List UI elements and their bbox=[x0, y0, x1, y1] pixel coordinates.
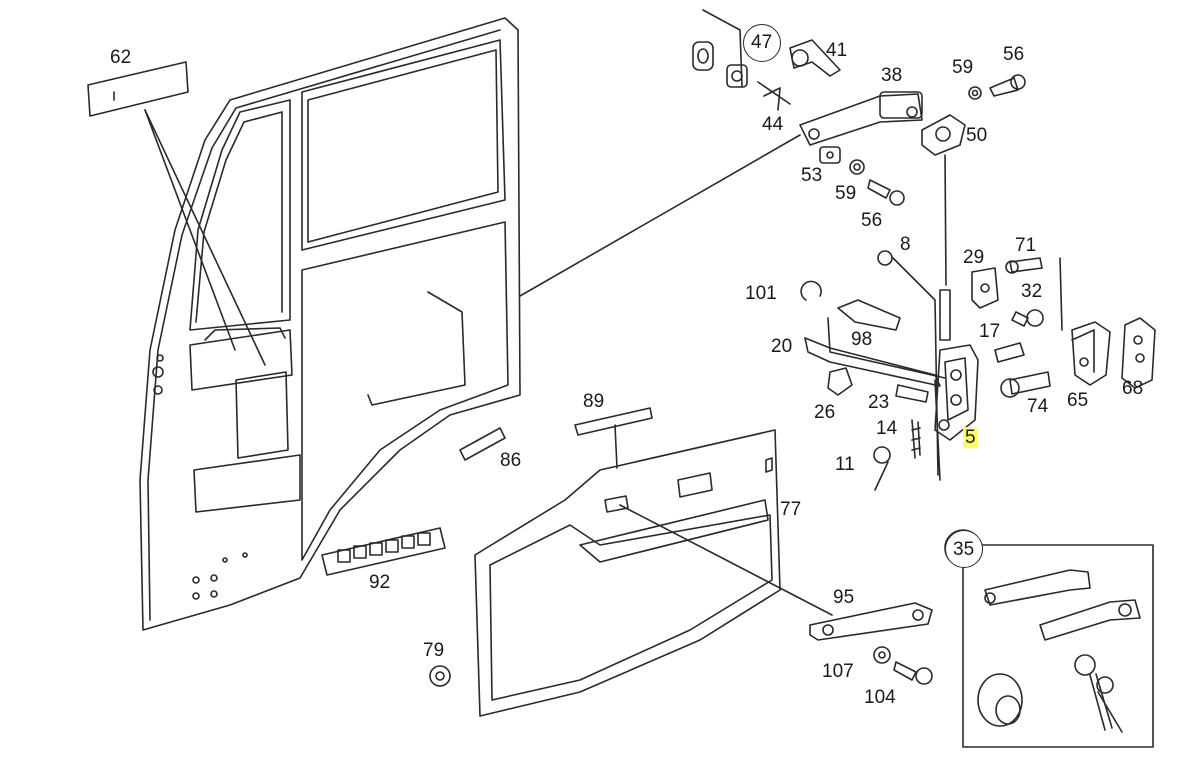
label-79: 79 bbox=[423, 640, 445, 661]
label-86: 86 bbox=[500, 450, 522, 471]
trim-panel-77 bbox=[474, 429, 833, 717]
label-50: 50 bbox=[966, 125, 988, 146]
label-89: 89 bbox=[583, 391, 605, 412]
label-98: 98 bbox=[851, 329, 873, 350]
label-74: 74 bbox=[1027, 396, 1049, 417]
parts-26-23-14-11 bbox=[827, 367, 929, 491]
label-14: 14 bbox=[876, 418, 898, 439]
handle-38 bbox=[799, 91, 923, 146]
label-104: 104 bbox=[864, 687, 896, 708]
striker-65 bbox=[1071, 321, 1111, 386]
screw-17 bbox=[994, 342, 1025, 363]
label-23: 23 bbox=[868, 392, 890, 413]
lock-rods bbox=[804, 154, 951, 476]
screws-59-56-top bbox=[968, 74, 1026, 100]
label-26: 26 bbox=[814, 402, 836, 423]
label-53: 53 bbox=[801, 165, 823, 186]
label-56-top: 56 bbox=[1003, 44, 1025, 65]
label-29: 29 bbox=[963, 247, 985, 268]
clip-89 bbox=[574, 407, 653, 469]
label-35: 35 bbox=[953, 539, 975, 560]
label-95: 95 bbox=[833, 587, 855, 608]
label-20: 20 bbox=[771, 336, 793, 357]
label-35-circle bbox=[945, 530, 983, 568]
label-62: 62 bbox=[110, 47, 132, 68]
handle-95 bbox=[809, 602, 933, 641]
plate-68 bbox=[1121, 317, 1156, 389]
label-8: 8 bbox=[900, 234, 911, 255]
group-47-parts bbox=[692, 9, 841, 111]
label-41: 41 bbox=[826, 40, 848, 61]
label-65: 65 bbox=[1067, 390, 1089, 411]
label-68: 68 bbox=[1122, 378, 1144, 399]
screws-71-32 bbox=[1005, 257, 1063, 331]
label-77: 77 bbox=[780, 499, 802, 520]
label-56-mid: 56 bbox=[861, 210, 883, 231]
bracket-50 bbox=[921, 114, 966, 156]
label-5-highlighted: 5 bbox=[963, 427, 978, 448]
switch-panel-92 bbox=[321, 527, 446, 576]
door-shell bbox=[139, 17, 521, 631]
part-29 bbox=[971, 267, 999, 309]
part-86 bbox=[459, 427, 506, 461]
label-47: 47 bbox=[751, 32, 773, 53]
label-17: 17 bbox=[979, 321, 1001, 342]
label-47-circle bbox=[743, 24, 781, 62]
part-62-plate bbox=[87, 61, 266, 366]
label-32: 32 bbox=[1021, 281, 1043, 302]
parts-107-104 bbox=[873, 646, 933, 685]
label-59-top: 59 bbox=[952, 57, 974, 78]
grommet-79 bbox=[429, 665, 451, 687]
leader-door-to-38 bbox=[519, 134, 801, 297]
label-101: 101 bbox=[745, 283, 777, 304]
label-44: 44 bbox=[762, 114, 784, 135]
label-92: 92 bbox=[369, 572, 391, 593]
label-59-mid: 59 bbox=[835, 183, 857, 204]
label-107: 107 bbox=[822, 661, 854, 682]
parts-53-59-56 bbox=[819, 146, 905, 206]
clip-101 bbox=[800, 280, 822, 301]
bolt-74 bbox=[1000, 371, 1051, 398]
label-38: 38 bbox=[881, 65, 903, 86]
label-11: 11 bbox=[835, 454, 855, 475]
door-latch-5 bbox=[934, 344, 979, 481]
label-71: 71 bbox=[1015, 235, 1037, 256]
